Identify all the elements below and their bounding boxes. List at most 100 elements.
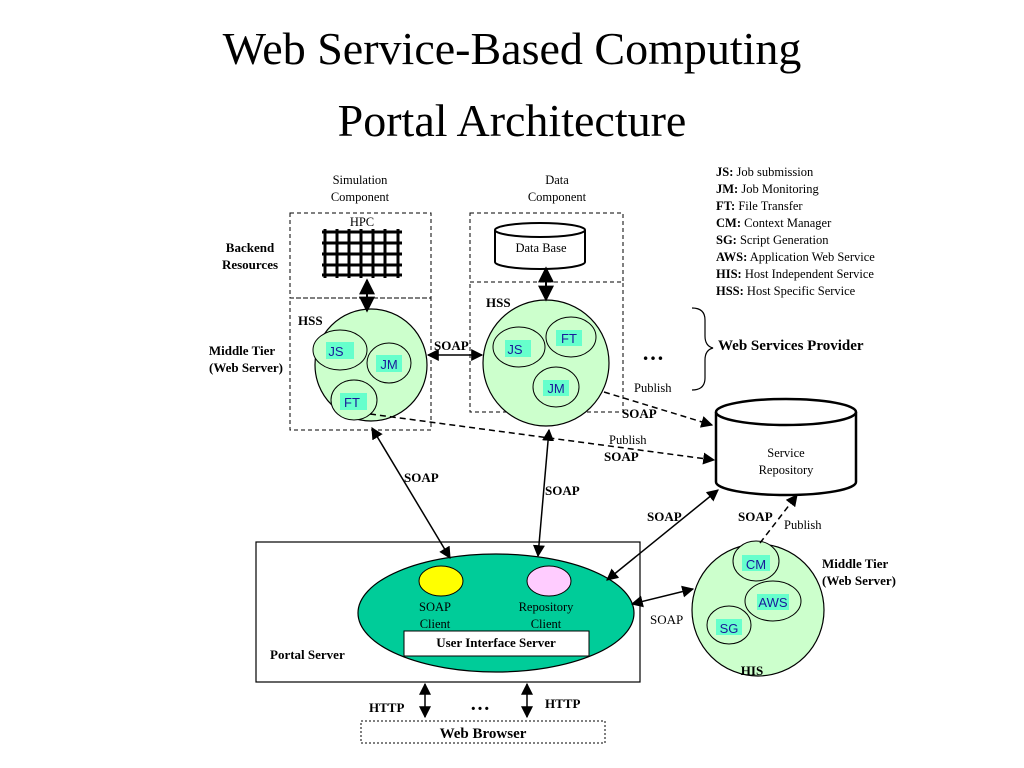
more-providers-ellipsis: … bbox=[642, 340, 664, 365]
middle-tier-right-label-1: Middle Tier bbox=[822, 556, 889, 571]
legend-desc: Host Independent Service bbox=[745, 267, 875, 281]
hss-right-label: HSS bbox=[486, 295, 511, 310]
repository-portal-arrow bbox=[606, 489, 719, 581]
right-hss-portal-arrow bbox=[532, 428, 555, 558]
svg-text:CM: CM bbox=[746, 557, 766, 572]
publish-label-1: Publish bbox=[634, 381, 672, 395]
legend-abbr: HIS: bbox=[716, 267, 742, 281]
svg-text:JM: JM bbox=[547, 381, 564, 396]
service-repository-label-2: Repository bbox=[759, 463, 815, 477]
legend-desc: Job submission bbox=[737, 165, 815, 179]
hss-soap-label: SOAP bbox=[434, 338, 469, 353]
more-browsers-ellipsis: … bbox=[470, 693, 490, 715]
legend-abbr: AWS: bbox=[716, 250, 747, 264]
soap-client-label-2: Client bbox=[420, 617, 451, 631]
legend-item: AWS: Application Web Service bbox=[716, 250, 875, 264]
repository-client-label-2: Client bbox=[531, 617, 562, 631]
legend-desc: File Transfer bbox=[738, 199, 803, 213]
legend-desc: Application Web Service bbox=[750, 250, 876, 264]
backend-resources-label-1: Backend bbox=[226, 240, 275, 255]
js-node-left: JS bbox=[312, 329, 368, 371]
repository-client-label-1: Repository bbox=[519, 600, 575, 614]
provider-brace bbox=[691, 307, 714, 391]
his-label: HIS bbox=[741, 663, 763, 678]
ft-node-right: FT bbox=[545, 316, 597, 358]
svg-text:FT: FT bbox=[561, 331, 577, 346]
middle-tier-right-label-2: (Web Server) bbox=[822, 573, 896, 588]
jm-node-left: JM bbox=[366, 342, 412, 384]
legend-desc: Script Generation bbox=[740, 233, 829, 247]
portal-his-soap: SOAP bbox=[650, 612, 683, 627]
hss-right-server bbox=[482, 299, 610, 427]
middle-tier-left-label-1: Middle Tier bbox=[209, 343, 276, 358]
legend-abbr: HSS: bbox=[716, 284, 744, 298]
sg-node: SG bbox=[706, 605, 752, 645]
legend-item: HSS: Host Specific Service bbox=[716, 284, 856, 298]
portal-server-label: Portal Server bbox=[270, 647, 345, 662]
http-label-left: HTTP bbox=[369, 700, 404, 715]
repository-client-node bbox=[526, 565, 572, 597]
legend-abbr: FT: bbox=[716, 199, 735, 213]
portal-his-arrow bbox=[630, 585, 695, 608]
svg-text:FT: FT bbox=[344, 395, 360, 410]
http-label-right: HTTP bbox=[545, 696, 580, 711]
svg-text:AWS: AWS bbox=[758, 595, 787, 610]
js-node-right: JS bbox=[492, 326, 546, 368]
hss-left-label: HSS bbox=[298, 313, 323, 328]
middle-tier-left-label-2: (Web Server) bbox=[209, 360, 283, 375]
web-services-provider-label: Web Services Provider bbox=[718, 338, 864, 354]
publish-arrow-right-hss bbox=[603, 391, 714, 428]
legend-desc: Context Manager bbox=[744, 216, 832, 230]
publish-soap-label-1: SOAP bbox=[622, 406, 657, 421]
data-component-label-1: Data bbox=[545, 173, 569, 187]
legend-item: CM: Context Manager bbox=[716, 216, 832, 230]
right-hss-portal-soap: SOAP bbox=[545, 483, 580, 498]
legend-item: SG: Script Generation bbox=[716, 233, 829, 247]
legend-item: HIS: Host Independent Service bbox=[716, 267, 874, 281]
left-hss-portal-arrow bbox=[371, 426, 451, 560]
service-repository-label-1: Service bbox=[767, 446, 805, 460]
legend-abbr: SG: bbox=[716, 233, 737, 247]
legend-item: JS: Job submission bbox=[716, 165, 814, 179]
his-publish-arrow bbox=[759, 494, 798, 544]
ui-server-label: User Interface Server bbox=[436, 635, 556, 650]
slide-title-line2: Portal Architecture bbox=[338, 95, 687, 146]
hpc-label: HPC bbox=[350, 215, 374, 229]
soap-client-node bbox=[418, 565, 464, 597]
ft-node-left: FT bbox=[330, 379, 378, 421]
legend-item: JM: Job Monitoring bbox=[716, 182, 820, 196]
backend-resources-label-2: Resources bbox=[222, 257, 278, 272]
jm-node-right: JM bbox=[532, 366, 580, 408]
slide-title-line1: Web Service-Based Computing bbox=[223, 23, 802, 74]
simulation-component-label-1: Simulation bbox=[333, 173, 389, 187]
data-backend-box bbox=[469, 212, 624, 283]
aws-node: AWS bbox=[744, 580, 802, 622]
web-browser-box bbox=[360, 720, 606, 744]
legend-desc: Host Specific Service bbox=[747, 284, 856, 298]
legend-item: FT: File Transfer bbox=[716, 199, 803, 213]
left-hss-portal-soap: SOAP bbox=[404, 470, 439, 485]
hpc-grid-icon bbox=[322, 229, 402, 278]
cm-node: CM bbox=[732, 540, 780, 582]
soap-client-label-1: SOAP bbox=[419, 600, 451, 614]
service-repository-cylinder bbox=[714, 397, 858, 497]
svg-text:JM: JM bbox=[380, 357, 397, 372]
legend-abbr: JS: bbox=[716, 165, 733, 179]
publish-soap-label-2: SOAP bbox=[604, 449, 639, 464]
his-soap-label: SOAP bbox=[738, 509, 773, 524]
ui-server-box bbox=[403, 630, 590, 657]
database-label: Data Base bbox=[515, 241, 566, 255]
simulation-component-label-2: Component bbox=[331, 190, 390, 204]
his-publish-label: Publish bbox=[784, 518, 822, 532]
svg-text:SG: SG bbox=[720, 621, 739, 636]
svg-text:JS: JS bbox=[507, 342, 523, 357]
legend-abbr: CM: bbox=[716, 216, 741, 230]
legend-desc: Job Monitoring bbox=[741, 182, 819, 196]
legend-abbr: JM: bbox=[716, 182, 738, 196]
data-component-label-2: Component bbox=[528, 190, 587, 204]
web-browser-label: Web Browser bbox=[440, 726, 527, 742]
publish-label-2: Publish bbox=[609, 433, 647, 447]
svg-text:JS: JS bbox=[328, 344, 344, 359]
